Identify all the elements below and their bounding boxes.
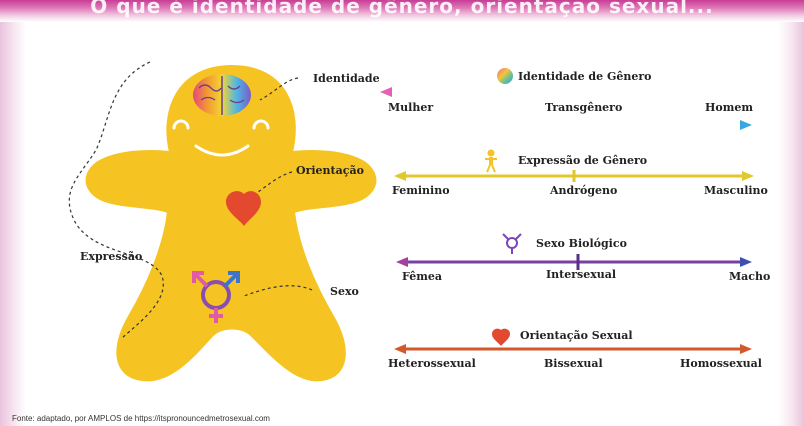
label-identidade: Identidade bbox=[313, 72, 380, 85]
scale-identity-right: Homem bbox=[705, 101, 753, 114]
scale-title-identity: Identidade de Gênero bbox=[518, 70, 651, 83]
scale-orientation-left: Heterossexual bbox=[388, 357, 476, 370]
scale-identity-middle: Transgênero bbox=[545, 101, 622, 114]
scale-identity-left: Mulher bbox=[388, 101, 433, 114]
small-heart-icon bbox=[492, 329, 510, 346]
brain-icon bbox=[193, 74, 251, 116]
scale-sex-middle: Intersexual bbox=[546, 268, 616, 281]
scale-orientation-middle: Bissexual bbox=[544, 357, 603, 370]
scale-sex-left: Fêmea bbox=[402, 270, 442, 283]
label-expressao: Expressão bbox=[80, 250, 142, 263]
scale-title-orientation: Orientação Sexual bbox=[520, 329, 633, 342]
label-orientacao: Orientação bbox=[296, 164, 364, 177]
androgynous-person-icon bbox=[485, 150, 497, 173]
source-footer: Fonte: adaptado, por AMPLOS de https://i… bbox=[12, 414, 270, 423]
globe-icon bbox=[497, 68, 513, 84]
scale-orientation-right: Homossexual bbox=[680, 357, 762, 370]
scale-expression-middle: Andrógeno bbox=[550, 184, 617, 197]
trans-symbol-small-icon bbox=[503, 234, 521, 254]
scale-sex-right: Macho bbox=[729, 270, 770, 283]
scale-title-sex: Sexo Biológico bbox=[536, 237, 627, 250]
scale-title-expression: Expressão de Gênero bbox=[518, 154, 647, 167]
scale-expression-right: Masculino bbox=[704, 184, 768, 197]
scale-expression-left: Feminino bbox=[392, 184, 450, 197]
label-sexo: Sexo bbox=[330, 285, 359, 298]
